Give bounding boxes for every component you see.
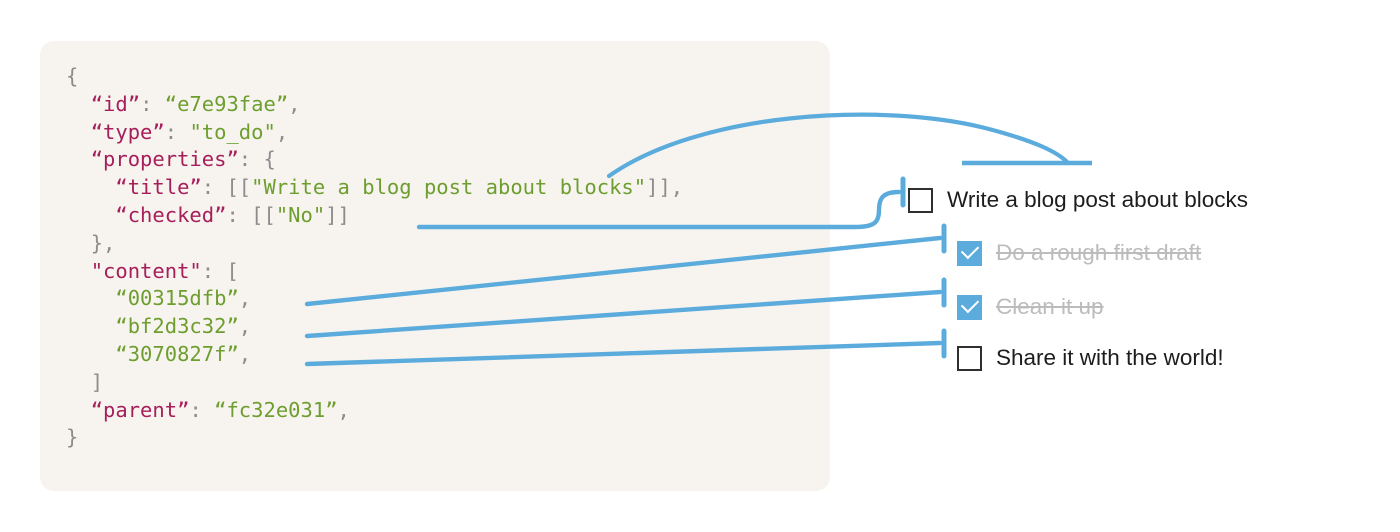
json-value: “e7e93fae”	[164, 91, 289, 116]
json-punctuation: : {	[238, 147, 276, 172]
json-punctuation: ,	[238, 286, 252, 311]
check-icon	[960, 240, 980, 259]
todo-item-label[interactable]: Do a rough first draft	[996, 240, 1202, 265]
json-line: “3070827f”,	[66, 341, 683, 369]
json-line: “bf2d3c32”,	[66, 313, 683, 341]
todo-item[interactable]: Share it with the world!	[957, 343, 1224, 373]
json-line: “type”: "to_do",	[66, 119, 683, 147]
json-punctuation: ]]	[325, 202, 350, 227]
json-line: “properties”: {	[66, 146, 683, 174]
json-line: "content": [	[66, 258, 683, 286]
checkbox-checked-icon[interactable]	[957, 294, 982, 320]
json-punctuation: :	[140, 91, 165, 116]
todo-item[interactable]: Clean it up	[957, 292, 1104, 322]
json-punctuation: : [	[201, 258, 239, 283]
json-punctuation: :	[189, 397, 215, 422]
json-value: “bf2d3c32”	[115, 314, 239, 339]
json-punctuation: }	[66, 425, 79, 450]
json-line: ]	[66, 369, 683, 397]
json-line: “title”: [["Write a blog post about bloc…	[66, 174, 683, 202]
json-punctuation: ,	[288, 91, 301, 116]
json-key: “id”	[90, 91, 141, 116]
json-punctuation: : [[	[201, 175, 252, 200]
json-key: "content"	[90, 258, 202, 283]
checkbox-unchecked-icon[interactable]	[908, 187, 933, 213]
check-icon	[960, 294, 980, 313]
todo-item[interactable]: Write a blog post about blocks	[908, 185, 1248, 215]
json-line: },	[66, 230, 683, 258]
json-punctuation: ,	[238, 314, 252, 339]
json-key: “checked”	[115, 202, 227, 227]
json-value: "to_do"	[189, 119, 276, 144]
todo-item-label[interactable]: Write a blog post about blocks	[947, 187, 1249, 212]
json-code-block: { “id”: “e7e93fae”, “type”: "to_do", “pr…	[66, 63, 683, 452]
json-key: “parent”	[90, 397, 190, 422]
json-line: }	[66, 424, 683, 452]
json-punctuation: : [[	[226, 202, 276, 227]
json-key: “title”	[115, 175, 202, 200]
json-punctuation: },	[90, 230, 116, 255]
todo-item[interactable]: Do a rough first draft	[957, 238, 1201, 268]
json-code-panel: { “id”: “e7e93fae”, “type”: "to_do", “pr…	[40, 41, 830, 491]
checkbox-unchecked-icon[interactable]	[957, 345, 982, 371]
json-value: "No"	[275, 202, 326, 227]
json-line: “id”: “e7e93fae”,	[66, 91, 683, 119]
json-punctuation: {	[66, 64, 79, 88]
json-line: “checked”: [["No"]]	[66, 202, 683, 230]
json-key: “properties”	[90, 147, 239, 172]
json-line: “00315dfb”,	[66, 285, 683, 313]
json-value: “3070827f”	[115, 341, 239, 366]
json-value: "Write a blog post about blocks"	[251, 175, 647, 200]
checkbox-checked-icon[interactable]	[957, 240, 982, 266]
json-punctuation: ,	[337, 397, 350, 422]
json-punctuation: ]	[90, 369, 104, 394]
json-value: “fc32e031”	[214, 397, 338, 422]
json-line: “parent”: “fc32e031”,	[66, 397, 683, 425]
json-line: {	[66, 63, 683, 91]
json-punctuation: :	[164, 119, 190, 144]
json-punctuation: ,	[238, 341, 252, 366]
json-punctuation: ,	[275, 119, 289, 144]
todo-item-label[interactable]: Clean it up	[996, 294, 1104, 319]
json-value: “00315dfb”	[115, 286, 239, 311]
json-key: “type”	[90, 119, 165, 144]
todo-item-label[interactable]: Share it with the world!	[996, 345, 1224, 370]
json-punctuation: ]],	[646, 175, 684, 200]
